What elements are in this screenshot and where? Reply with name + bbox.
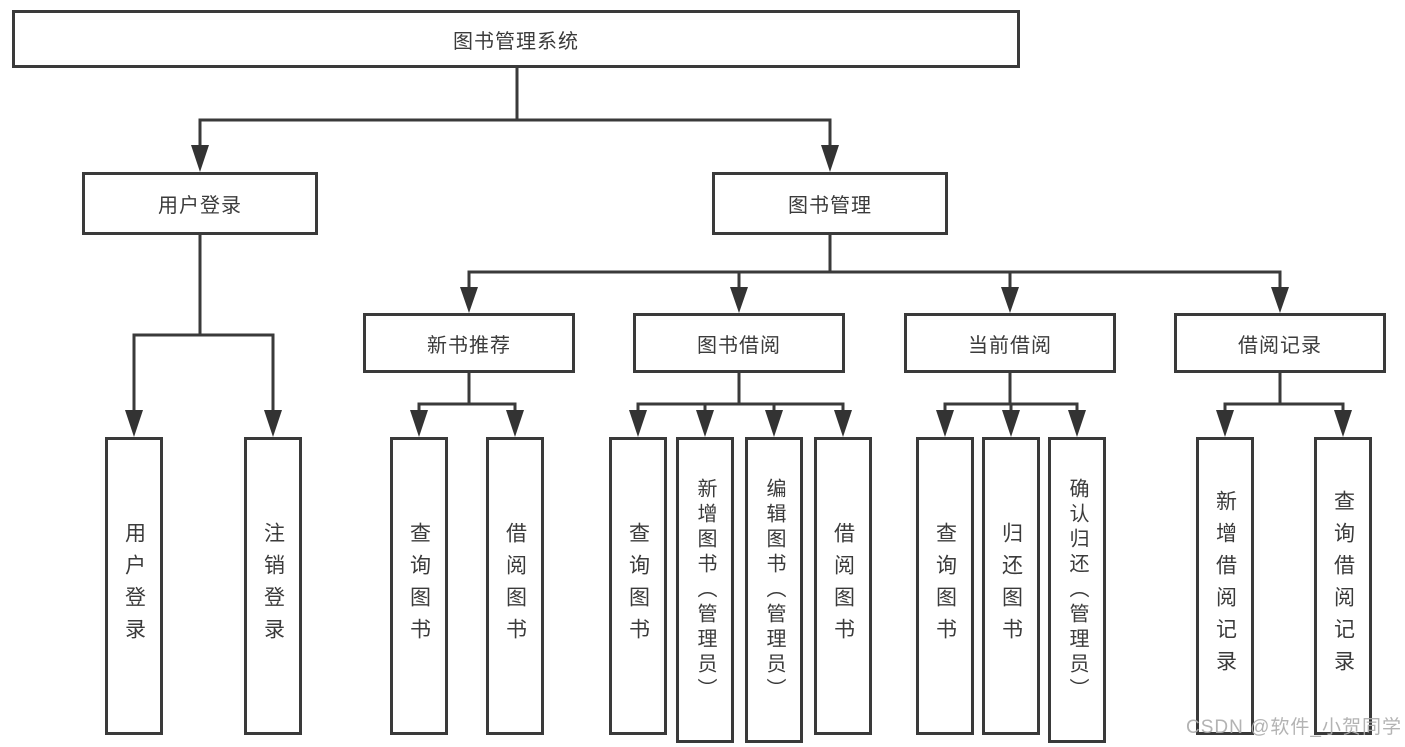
leaf-query-borrow-record: 查询借阅记录 (1314, 437, 1372, 735)
node-label: 新书推荐 (427, 334, 511, 357)
csdn-watermark: CSDN @软件_小贺同学 (1186, 717, 1402, 738)
node-user-login: 用户登录 (82, 172, 318, 235)
leaf-add-borrow-record: 新增借阅记录 (1196, 437, 1254, 735)
node-label: 查询图书 (933, 522, 957, 650)
leaf-logout: 注销登录 (244, 437, 302, 735)
node-label: 图书管理 (788, 195, 872, 217)
node-label: 查询图书 (407, 522, 431, 650)
node-borrowing-records: 借阅记录 (1174, 313, 1386, 373)
node-library-management-system: 图书管理系统 (12, 10, 1020, 68)
leaf-confirm-return-admin: 确认归还（管理员） (1048, 437, 1106, 743)
node-label: 用户登录 (122, 522, 146, 650)
node-label: 查询借阅记录 (1331, 490, 1355, 682)
node-label: 查询图书 (626, 522, 650, 650)
node-book-management: 图书管理 (712, 172, 948, 235)
node-new-book-recommend: 新书推荐 (363, 313, 575, 373)
node-label: 借阅图书 (503, 522, 527, 650)
node-current-borrowing: 当前借阅 (904, 313, 1116, 373)
node-book-borrowing: 图书借阅 (633, 313, 845, 373)
leaf-borrow-books-recommend: 借阅图书 (486, 437, 544, 735)
node-label: 新增借阅记录 (1213, 490, 1237, 682)
node-label: 图书借阅 (697, 334, 781, 357)
leaf-add-books-admin: 新增图书（管理员） (676, 437, 734, 743)
node-label: 编辑图书（管理员） (763, 477, 785, 703)
leaf-user-login: 用户登录 (105, 437, 163, 735)
node-label: 图书管理系统 (453, 30, 579, 53)
node-label: 当前借阅 (968, 334, 1052, 357)
leaf-edit-books-admin: 编辑图书（管理员） (745, 437, 803, 743)
leaf-query-books-current: 查询图书 (916, 437, 974, 735)
node-label: 新增图书（管理员） (694, 477, 716, 703)
node-label: 确认归还（管理员） (1066, 477, 1088, 703)
node-label: 用户登录 (158, 195, 242, 217)
leaf-query-books-recommend: 查询图书 (390, 437, 448, 735)
node-label: 借阅图书 (831, 522, 855, 650)
node-label: 注销登录 (261, 522, 285, 650)
leaf-return-books: 归还图书 (982, 437, 1040, 735)
node-label: 借阅记录 (1238, 334, 1322, 357)
leaf-borrow-books: 借阅图书 (814, 437, 872, 735)
node-label: 归还图书 (999, 522, 1023, 650)
leaf-query-books-borrow: 查询图书 (609, 437, 667, 735)
